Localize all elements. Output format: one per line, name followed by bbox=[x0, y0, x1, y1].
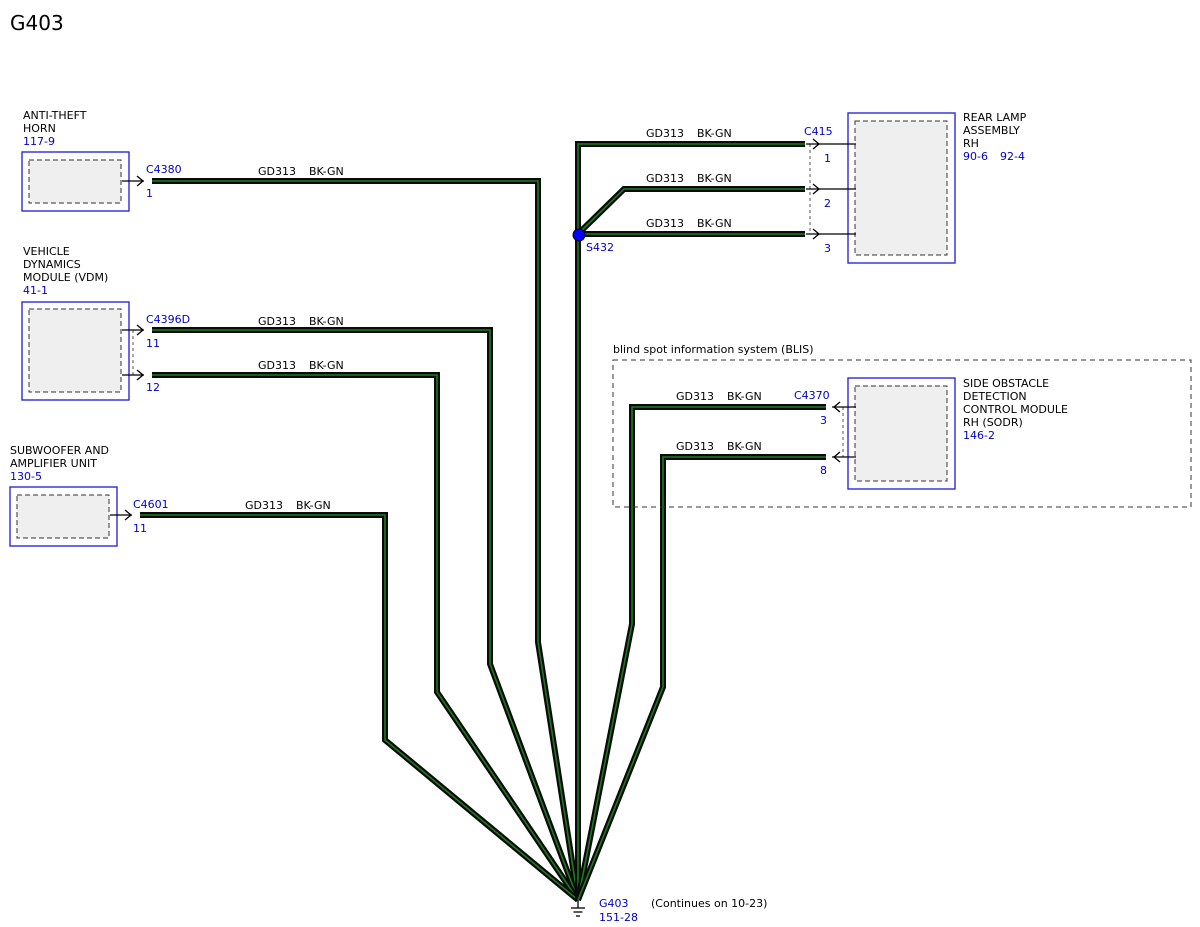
connector-arrow-icon bbox=[136, 324, 145, 336]
component-rear-lamp[interactable]: REAR LAMP ASSEMBLY RH 90-6 92-4 bbox=[847, 111, 1027, 264]
component-name-line: SIDE OBSTACLE bbox=[963, 377, 1049, 390]
wire-color-label: BK-GN bbox=[727, 440, 762, 453]
component-name-line: AMPLIFIER UNIT bbox=[10, 457, 97, 470]
component-name-line: REAR LAMP bbox=[963, 111, 1027, 124]
connector-arrow-icon bbox=[812, 183, 821, 195]
continuation-note: (Continues on 10-23) bbox=[651, 897, 767, 910]
pin-number: 1 bbox=[824, 152, 831, 165]
component-name-line: RH (SODR) bbox=[963, 416, 1023, 429]
component-reference[interactable]: 130-5 bbox=[10, 470, 42, 483]
wire-sodr-pin-3[interactable] bbox=[575, 404, 826, 901]
wire-circuit-label: GD313 bbox=[245, 499, 283, 512]
wire-rear-lamp-pin-1[interactable] bbox=[575, 141, 805, 234]
component-inner-box bbox=[28, 159, 122, 204]
system-label: blind spot information system (BLIS) bbox=[613, 343, 814, 356]
connector-arrow-icon bbox=[832, 401, 841, 413]
connector-c4380[interactable]: C4380 1 bbox=[122, 163, 182, 200]
component-name-line: MODULE (VDM) bbox=[23, 271, 108, 284]
connector-arrow-icon bbox=[812, 228, 821, 240]
ground-name[interactable]: G403 bbox=[599, 897, 629, 910]
component-reference[interactable]: 90-6 bbox=[963, 150, 988, 163]
component-name-line: ANTI-THEFT bbox=[23, 109, 87, 122]
component-name-line: RH bbox=[963, 137, 979, 150]
component-name-line: DETECTION bbox=[963, 390, 1027, 403]
component-inner-box bbox=[854, 120, 948, 256]
wire-circuit-label: GD313 bbox=[676, 390, 714, 403]
component-reference[interactable]: 41-1 bbox=[23, 284, 48, 297]
pin-number: 8 bbox=[820, 464, 827, 477]
connector-arrow-icon bbox=[136, 175, 145, 187]
ground-reference[interactable]: 151-28 bbox=[599, 911, 638, 924]
wire-color-label: BK-GN bbox=[309, 315, 344, 328]
connector-arrow-icon bbox=[124, 509, 133, 521]
component-inner-box bbox=[16, 494, 110, 539]
wire-vdm-pin-12[interactable] bbox=[152, 372, 581, 902]
wire-vdm-pin-11[interactable] bbox=[152, 327, 581, 902]
pin-number: 3 bbox=[824, 242, 831, 255]
wire-labels: GD313 BK-GN GD313 BK-GN GD313 BK-GN GD31… bbox=[245, 127, 762, 512]
component-inner-box bbox=[28, 308, 122, 393]
component-name-line: HORN bbox=[23, 122, 56, 135]
ground-g403[interactable]: G403 151-28 (Continues on 10-23) bbox=[571, 897, 767, 924]
wire-color-label: BK-GN bbox=[309, 165, 344, 178]
component-subwoofer[interactable]: SUBWOOFER AND AMPLIFIER UNIT 130-5 bbox=[9, 444, 118, 547]
wire-color-label: BK-GN bbox=[727, 390, 762, 403]
component-reference[interactable]: 146-2 bbox=[963, 429, 995, 442]
wire-subwoofer[interactable] bbox=[140, 512, 580, 903]
wire-circuit-label: GD313 bbox=[646, 172, 684, 185]
wire-color-label: BK-GN bbox=[697, 217, 732, 230]
component-name-line: VEHICLE bbox=[23, 245, 70, 258]
pin-number: 12 bbox=[146, 381, 160, 394]
connector-c4370[interactable]: C4370 3 8 bbox=[794, 389, 856, 477]
connector-c4601[interactable]: C4601 11 bbox=[110, 498, 169, 535]
connector-name[interactable]: C4601 bbox=[133, 498, 169, 511]
wire-harness bbox=[140, 141, 826, 903]
splice-name[interactable]: S432 bbox=[586, 241, 614, 254]
component-sodr[interactable]: SIDE OBSTACLE DETECTION CONTROL MODULE R… bbox=[847, 377, 1068, 490]
connector-name[interactable]: C4370 bbox=[794, 389, 830, 402]
system-boundary bbox=[612, 359, 1192, 508]
connector-c415[interactable]: C415 1 2 3 bbox=[804, 125, 856, 255]
wire-color-label: BK-GN bbox=[309, 359, 344, 372]
wire-anti-theft-horn[interactable] bbox=[152, 178, 581, 901]
component-inner-box bbox=[854, 385, 948, 482]
wire-color-label: BK-GN bbox=[697, 127, 732, 140]
connector-arrow-icon bbox=[812, 138, 821, 150]
splice-dot-icon bbox=[572, 228, 586, 242]
connector-name[interactable]: C415 bbox=[804, 125, 833, 138]
wire-circuit-label: GD313 bbox=[258, 315, 296, 328]
component-name-line: SUBWOOFER AND bbox=[10, 444, 109, 457]
pin-number: 11 bbox=[146, 337, 160, 350]
connector-arrow-icon bbox=[832, 451, 841, 463]
pin-number: 11 bbox=[133, 522, 147, 535]
pin-number: 2 bbox=[824, 197, 831, 210]
wire-circuit-label: GD313 bbox=[258, 359, 296, 372]
wire-color-label: BK-GN bbox=[697, 172, 732, 185]
component-name-line: ASSEMBLY bbox=[963, 124, 1020, 137]
component-name-line: CONTROL MODULE bbox=[963, 403, 1068, 416]
component-reference[interactable]: 92-4 bbox=[1000, 150, 1025, 163]
wire-sodr-pin-8[interactable] bbox=[575, 454, 826, 902]
connector-name[interactable]: C4380 bbox=[146, 163, 182, 176]
pin-number: 3 bbox=[820, 414, 827, 427]
wire-circuit-label: GD313 bbox=[676, 440, 714, 453]
wire-color-label: BK-GN bbox=[296, 499, 331, 512]
component-name-line: DYNAMICS bbox=[23, 258, 81, 271]
system-blis: blind spot information system (BLIS) bbox=[612, 343, 1192, 508]
connector-c4396d[interactable]: C4396D 11 12 bbox=[122, 313, 190, 394]
wire-circuit-label: GD313 bbox=[646, 217, 684, 230]
splice-s432[interactable]: S432 bbox=[572, 228, 614, 254]
wire-circuit-label: GD313 bbox=[646, 127, 684, 140]
component-reference[interactable]: 117-9 bbox=[23, 135, 55, 148]
page-title: G403 bbox=[10, 11, 64, 35]
connector-name[interactable]: C4396D bbox=[146, 313, 190, 326]
connector-arrow-icon bbox=[136, 369, 145, 381]
wire-rear-lamp-pin-2[interactable] bbox=[577, 186, 805, 235]
pin-number: 1 bbox=[146, 187, 153, 200]
component-vdm[interactable]: VEHICLE DYNAMICS MODULE (VDM) 41-1 bbox=[21, 245, 130, 401]
component-anti-theft-horn[interactable]: ANTI-THEFT HORN 117-9 bbox=[21, 109, 130, 212]
wire-circuit-label: GD313 bbox=[258, 165, 296, 178]
